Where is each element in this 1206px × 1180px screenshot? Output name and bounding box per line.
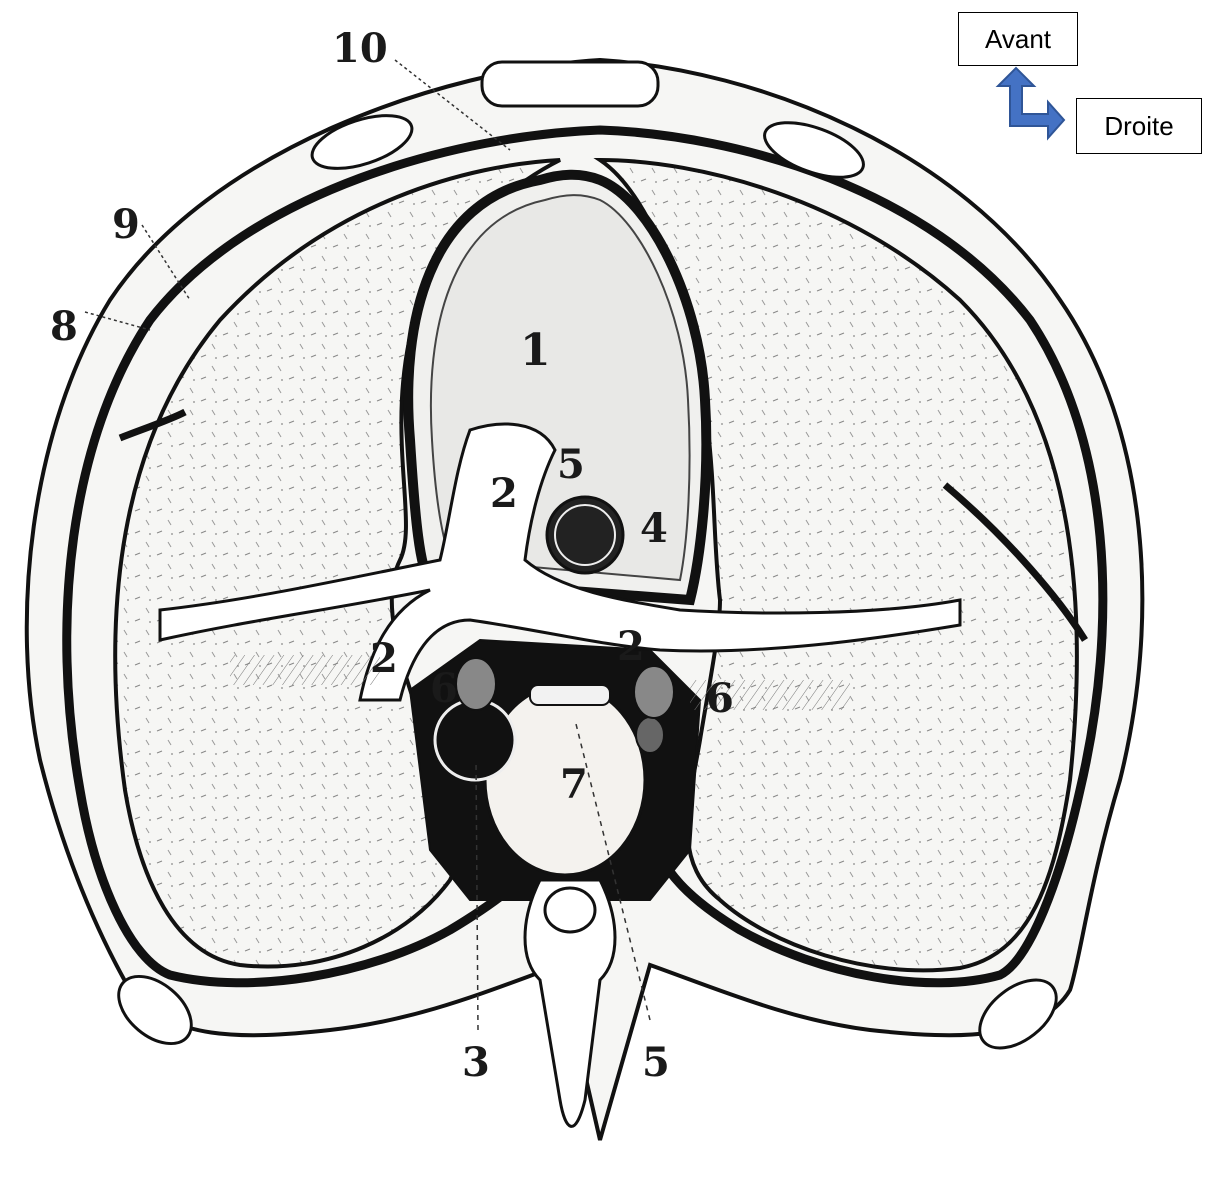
hilum-hatching-left — [230, 655, 380, 685]
label-7: 7 — [560, 761, 588, 808]
aorta-section — [547, 497, 623, 573]
label-heart: 1 — [520, 325, 551, 376]
label-6-right: 6 — [706, 675, 734, 722]
label-bronchus-center: 2 — [490, 470, 518, 517]
orientation-right-label: Droite — [1076, 98, 1202, 154]
label-8: 8 — [50, 303, 78, 350]
esophagus — [530, 685, 610, 705]
hilar-vessel-right — [634, 666, 674, 718]
label-bronchus-left: 2 — [370, 635, 398, 682]
label-4: 4 — [640, 505, 668, 552]
label-3: 3 — [462, 1039, 490, 1086]
label-10: 10 — [332, 25, 388, 72]
label-bronchus-right: 2 — [617, 623, 645, 670]
label-6-left: 6 — [430, 665, 458, 712]
azygos-vein — [636, 717, 664, 753]
sternum — [482, 62, 658, 106]
descending-aorta — [435, 700, 515, 780]
label-9: 9 — [112, 201, 140, 248]
orientation-front-label: Avant — [958, 12, 1078, 66]
spinal-canal — [545, 888, 595, 932]
hilar-vessel-left — [456, 658, 496, 710]
label-5-aorta: 5 — [557, 441, 585, 488]
label-5-lower: 5 — [642, 1039, 670, 1086]
orientation-arrow-icon — [998, 68, 1064, 138]
